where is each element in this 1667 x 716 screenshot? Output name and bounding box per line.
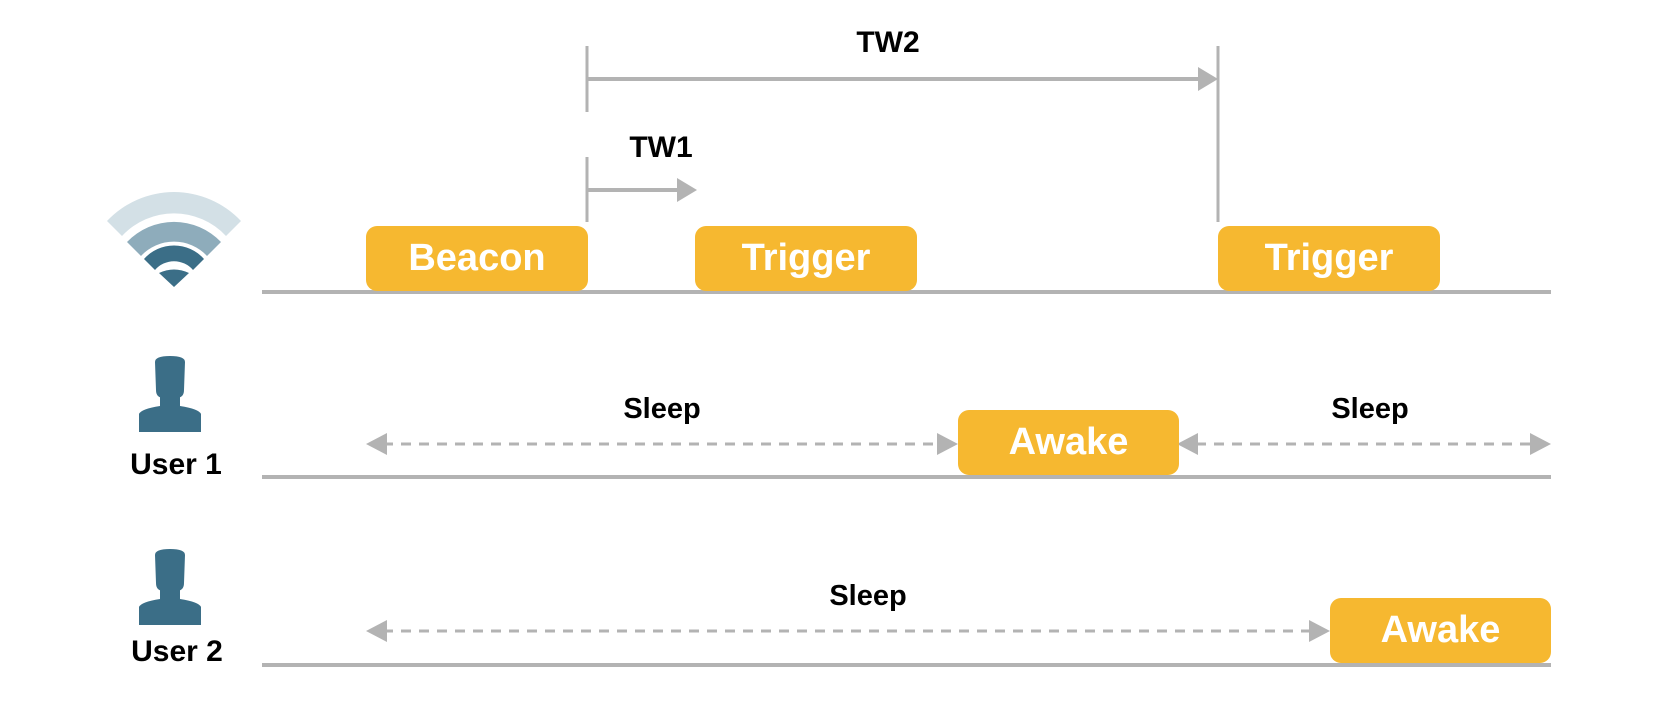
user2-sleep-arrow-right-head [1309,620,1330,642]
user2-head [155,549,185,591]
trigger-frame-1: Trigger [695,226,917,291]
user2-sleep-arrow-left-head [366,620,387,642]
user1-sleep-label-1: Sleep [623,393,701,425]
user2-label: User 2 [131,635,223,668]
beacon-frame: Beacon [366,226,588,291]
tw2-label: TW2 [856,26,920,59]
user1-label: User 1 [130,448,222,481]
wifi-middle-arc [127,221,221,256]
user1-sleep-arrow-1-right-head [937,433,958,455]
wifi-dot [159,269,189,287]
user1-body [139,396,201,432]
user1-sleep-arrow-2-right-head [1530,433,1551,455]
user2-awake-period: Awake [1330,598,1551,663]
user2-body [139,589,201,625]
user1-awake-period: Awake [958,410,1179,475]
user1-head [155,356,185,398]
tw1-arrowhead [677,178,697,202]
user1-sleep-arrow-2-left-head [1177,433,1198,455]
user-silhouette-icon [139,356,201,432]
user-silhouette-icon [139,549,201,625]
user2-sleep-label: Sleep [829,580,907,612]
wifi-icon [107,192,241,287]
tw1-label: TW1 [629,131,693,164]
tw2-arrowhead [1198,67,1218,91]
trigger-frame-2: Trigger [1218,226,1440,291]
wifi-inner-arc [144,245,204,270]
user1-sleep-arrow-1-left-head [366,433,387,455]
wifi-outer-arc [107,192,241,236]
user1-sleep-label-2: Sleep [1331,393,1409,425]
